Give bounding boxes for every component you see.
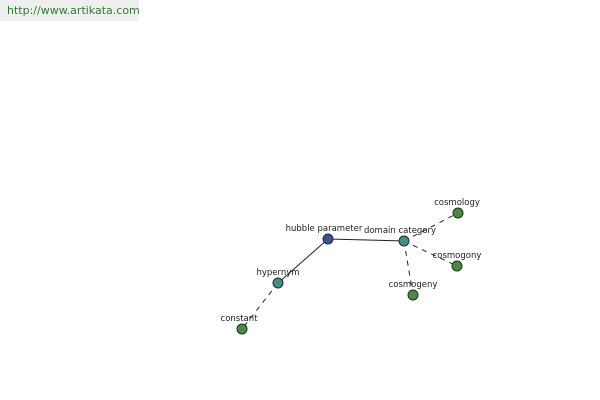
- node-label-constant[interactable]: constant: [221, 314, 259, 324]
- node-label-cosmogony[interactable]: cosmogony: [433, 251, 482, 261]
- node-label-cosmology[interactable]: cosmology: [434, 198, 480, 208]
- node-cosmogeny[interactable]: [407, 289, 419, 301]
- node-label-cosmogeny[interactable]: cosmogeny: [389, 280, 438, 290]
- node-cosmology[interactable]: [452, 207, 464, 219]
- edges-layer: [241, 212, 459, 330]
- source-url-link[interactable]: http://www.artikata.com: [0, 0, 140, 21]
- node-cosmogony[interactable]: [451, 260, 463, 272]
- node-label-hypernym[interactable]: hypernym: [256, 268, 299, 278]
- node-domain[interactable]: [398, 235, 410, 247]
- node-hubble[interactable]: [322, 233, 334, 245]
- edge-hubble-domain: [327, 238, 405, 242]
- node-label-domain[interactable]: domain category: [364, 226, 436, 236]
- node-constant[interactable]: [236, 323, 248, 335]
- nodes-layer: [236, 207, 464, 335]
- edge-hubble-hypernym: [277, 238, 329, 284]
- node-label-hubble[interactable]: hubble parameter: [286, 224, 363, 234]
- edge-domain-cosmology: [403, 212, 459, 242]
- node-hypernym[interactable]: [272, 277, 284, 289]
